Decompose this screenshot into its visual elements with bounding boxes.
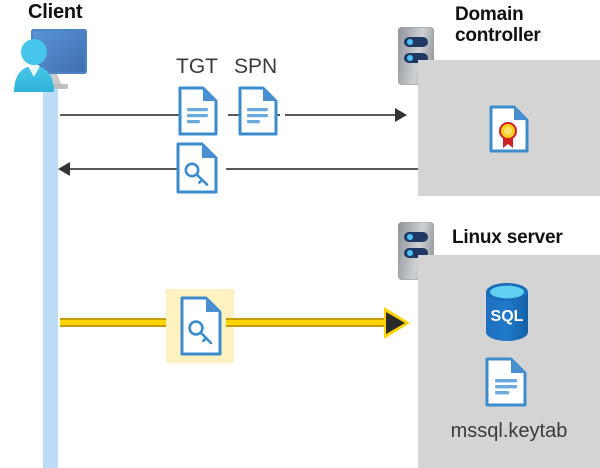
server-rack-icon-linux bbox=[398, 222, 434, 280]
label-spn: SPN bbox=[234, 55, 278, 78]
server-led-icon bbox=[407, 234, 413, 240]
key-document-icon-ticket bbox=[176, 142, 218, 199]
flow-request-line-segment-3 bbox=[285, 114, 395, 116]
server-led-icon bbox=[407, 55, 413, 61]
server-bay bbox=[404, 248, 428, 258]
server-led-icon bbox=[407, 39, 413, 45]
text-document-icon-tgt bbox=[178, 86, 218, 141]
keytab-filename-label: mssql.keytab bbox=[450, 420, 568, 442]
flow-service-ticket-arrowhead bbox=[384, 307, 410, 339]
sql-database-icon: SQL bbox=[482, 283, 532, 346]
label-tgt: TGT bbox=[176, 55, 218, 78]
flow-service-ticket-line-segment-1 bbox=[60, 318, 170, 327]
certificate-document-icon bbox=[489, 105, 529, 158]
sql-database-label: SQL bbox=[491, 308, 524, 325]
server-bay bbox=[404, 232, 428, 242]
page-title-linux-server: Linux server bbox=[452, 227, 563, 248]
page-title-client: Client bbox=[28, 1, 83, 23]
server-bay bbox=[404, 53, 428, 63]
text-document-icon-keytab bbox=[485, 357, 527, 412]
flow-response-line-segment-1 bbox=[70, 168, 178, 170]
client-workstation-icon bbox=[6, 26, 90, 92]
domain-controller-title-line2: controller bbox=[455, 25, 541, 47]
key-document-icon-service-ticket bbox=[180, 296, 222, 361]
flow-request-arrowhead bbox=[395, 108, 407, 122]
text-document-icon-spn bbox=[238, 86, 278, 141]
server-led-icon bbox=[407, 250, 413, 256]
flow-response-line-segment-2 bbox=[226, 168, 418, 170]
flow-request-line-segment-1 bbox=[60, 114, 180, 116]
server-bay bbox=[404, 37, 428, 47]
flow-response-arrowhead bbox=[58, 162, 70, 176]
flow-service-ticket-line-segment-2 bbox=[226, 318, 386, 327]
client-lifeline bbox=[43, 86, 58, 468]
page-title-domain-controller: Domain controller bbox=[455, 4, 595, 47]
domain-controller-title-line1: Domain bbox=[455, 4, 524, 25]
